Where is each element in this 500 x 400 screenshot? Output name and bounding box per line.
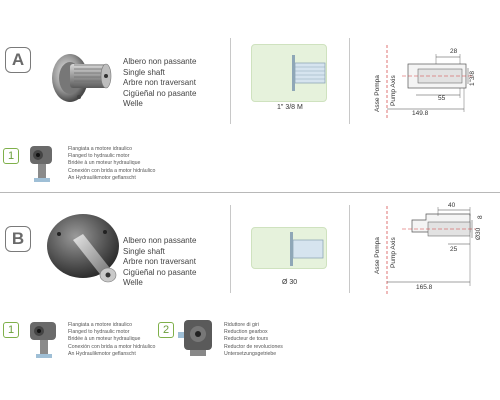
option-b2-badge: 2 — [158, 322, 174, 338]
option-a1-text: Flangiata a motore idraulico Flanged to … — [68, 146, 155, 182]
option-line: Conexión con brida a motor hidráulico — [68, 343, 156, 350]
section-b-letter: B — [11, 229, 25, 248]
section-a-shaft-photo — [48, 50, 118, 111]
section-b-names: Albero non passante Single shaft Arbre n… — [123, 236, 196, 289]
section-a-spline-label: 1" 3/8 M — [277, 104, 303, 111]
option-number: 2 — [162, 324, 170, 336]
name-en: Single shaft — [123, 67, 165, 77]
name-it: Albero non passante — [123, 236, 197, 245]
option-a1-photo — [24, 140, 58, 189]
option-b1-badge: 1 — [3, 322, 19, 338]
dim-28: 28 — [450, 48, 458, 55]
name-fr: Arbre non traversant — [123, 78, 196, 87]
dim-1-3-8: 1"3/8 — [469, 71, 476, 86]
option-line: An Hydraulikmotor geflanscht — [68, 174, 136, 181]
dim-25: 25 — [450, 246, 458, 253]
axis-label-en: Pump Axis — [390, 75, 397, 106]
dim-165-8: 165.8 — [416, 284, 433, 291]
option-line: Reducteur de tours — [224, 336, 269, 343]
name-en: Single shaft — [123, 246, 165, 256]
section-a-badge: A — [5, 47, 31, 73]
option-line: Reduction gearbox — [224, 329, 268, 336]
section-a-names: Albero non passante Single shaft Arbre n… — [123, 57, 196, 110]
axis-label-en: Pump Axis — [390, 237, 397, 268]
option-line: Flangiata a motore idraulico — [68, 146, 133, 152]
option-line: Reductor de revoluciones — [224, 343, 283, 350]
divider — [230, 38, 231, 124]
option-line: Flanged to hydraulic motor — [68, 329, 130, 336]
option-number: 1 — [7, 324, 15, 336]
option-b2-text: Riduttore di giri Reduction gearbox Redu… — [224, 322, 283, 358]
section-b-shaft-panel — [251, 227, 327, 269]
dim-55: 55 — [438, 95, 446, 102]
option-line: Flangiata a motore idraulico — [68, 322, 133, 328]
option-number: 1 — [7, 150, 15, 162]
section-a-letter: A — [11, 50, 25, 69]
option-b1-text: Flangiata a motore idraulico Flanged to … — [68, 322, 155, 358]
option-a1-badge: 1 — [3, 148, 19, 164]
dim-40: 40 — [448, 202, 456, 209]
option-b2-photo — [176, 314, 220, 367]
section-separator — [0, 192, 500, 193]
option-line: Bridée à un moteur hydraulique — [68, 336, 141, 343]
name-es: Cigüeñal no pasante — [123, 267, 197, 277]
divider — [230, 205, 231, 293]
name-de: Welle — [123, 99, 143, 108]
name-it: Albero non passante — [123, 57, 197, 66]
section-a-spline-panel — [251, 44, 327, 102]
option-line: Riduttore di giri — [224, 322, 259, 328]
name-es: Cigüeñal no pasante — [123, 88, 197, 98]
dim-8: 8 — [477, 215, 484, 219]
section-a-technical-drawing: 28 1"3/8 55 149.8 Asse Pompa Pump Axis — [352, 40, 492, 120]
section-b-shaft-label: Ø 30 — [282, 279, 298, 286]
option-line: Untersetzungsgetriebe — [224, 350, 277, 357]
section-b-technical-drawing: 40 8 Ø30 25 165.8 Asse Pompa Pump Axis — [352, 202, 492, 296]
option-line: Bridée à un moteur hydraulique — [68, 160, 141, 167]
name-fr: Arbre non traversant — [123, 257, 196, 266]
name-de: Welle — [123, 278, 143, 287]
dim-149-8: 149.8 — [412, 110, 429, 117]
option-line: Flanged to hydraulic motor — [68, 153, 130, 160]
section-b-badge: B — [5, 226, 31, 252]
option-b1-photo — [24, 316, 64, 365]
dim-30: Ø30 — [475, 227, 482, 240]
option-line: An Hydraulikmotor geflanscht — [68, 350, 136, 357]
axis-label-it: Asse Pompa — [374, 75, 381, 112]
divider — [349, 38, 350, 124]
section-b-shaft-photo — [43, 212, 133, 309]
axis-label-it: Asse Pompa — [374, 237, 381, 274]
divider — [349, 205, 350, 293]
option-line: Conexión con brida a motor hidráulico — [68, 167, 156, 174]
